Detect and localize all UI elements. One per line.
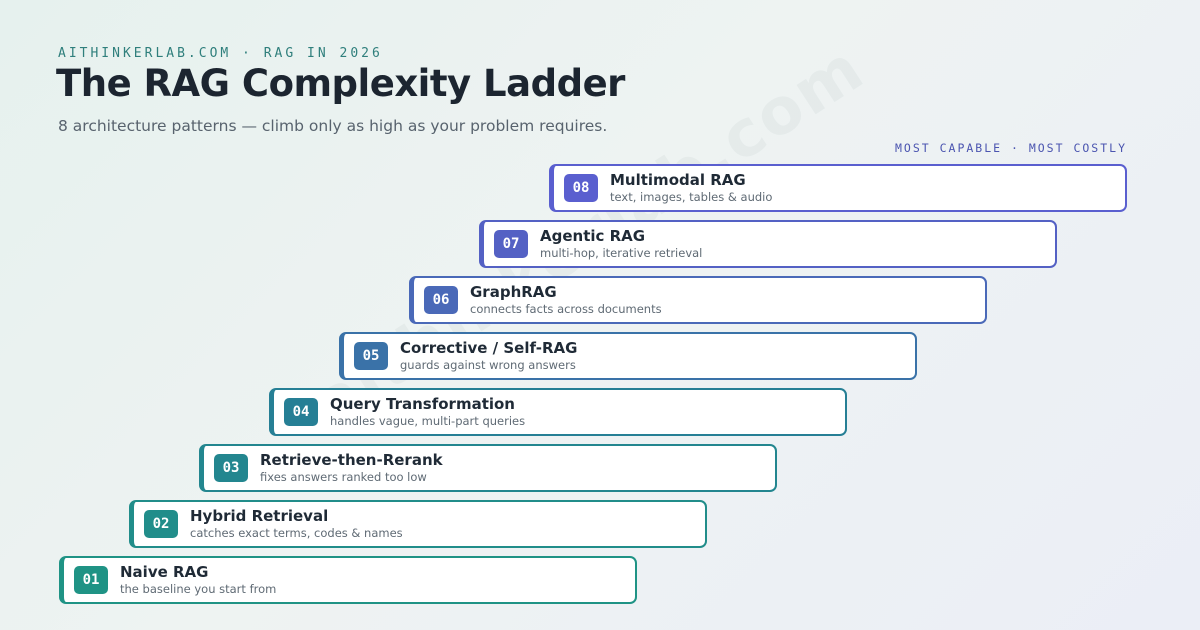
ladder-step-4: 04 Query Transformation handles vague, m… <box>269 388 847 436</box>
page-subtitle: 8 architecture patterns — climb only as … <box>58 117 608 135</box>
ladder-step-5: 05 Corrective / Self-RAG guards against … <box>339 332 917 380</box>
step-number-badge: 02 <box>144 510 178 538</box>
step-number-badge: 03 <box>214 454 248 482</box>
capability-label: MOST CAPABLE · MOST COSTLY <box>894 141 1127 155</box>
step-description: text, images, tables & audio <box>610 190 773 204</box>
step-title: Agentic RAG <box>540 227 646 245</box>
step-description: the baseline you start from <box>120 582 277 596</box>
step-number-badge: 07 <box>494 230 528 258</box>
step-title: GraphRAG <box>470 283 557 301</box>
ladder-step-2: 02 Hybrid Retrieval catches exact terms,… <box>129 500 707 548</box>
step-number-badge: 04 <box>284 398 318 426</box>
step-title: Retrieve-then-Rerank <box>260 451 443 469</box>
step-title: Corrective / Self-RAG <box>400 339 578 357</box>
ladder-step-8: 08 Multimodal RAG text, images, tables &… <box>549 164 1127 212</box>
ladder-step-7: 07 Agentic RAG multi-hop, iterative retr… <box>479 220 1057 268</box>
step-title: Naive RAG <box>120 563 209 581</box>
ladder-step-6: 06 GraphRAG connects facts across docume… <box>409 276 987 324</box>
ladder-step-3: 03 Retrieve-then-Rerank fixes answers ra… <box>199 444 777 492</box>
step-description: multi-hop, iterative retrieval <box>540 246 703 260</box>
step-description: handles vague, multi-part queries <box>330 414 526 428</box>
step-title: Query Transformation <box>330 395 515 413</box>
step-description: guards against wrong answers <box>400 358 576 372</box>
step-title: Hybrid Retrieval <box>190 507 329 525</box>
step-number-badge: 06 <box>424 286 458 314</box>
ladder-step-1: 01 Naive RAG the baseline you start from <box>59 556 637 604</box>
step-description: catches exact terms, codes & names <box>190 526 403 540</box>
step-number-badge: 05 <box>354 342 388 370</box>
step-description: fixes answers ranked too low <box>260 470 427 484</box>
step-number-badge: 01 <box>74 566 108 594</box>
step-description: connects facts across documents <box>470 302 662 316</box>
step-title: Multimodal RAG <box>610 171 746 189</box>
step-number-badge: 08 <box>564 174 598 202</box>
page-title: The RAG Complexity Ladder <box>56 62 625 105</box>
eyebrow-label: AITHINKERLAB.COM · RAG IN 2026 <box>58 46 383 61</box>
